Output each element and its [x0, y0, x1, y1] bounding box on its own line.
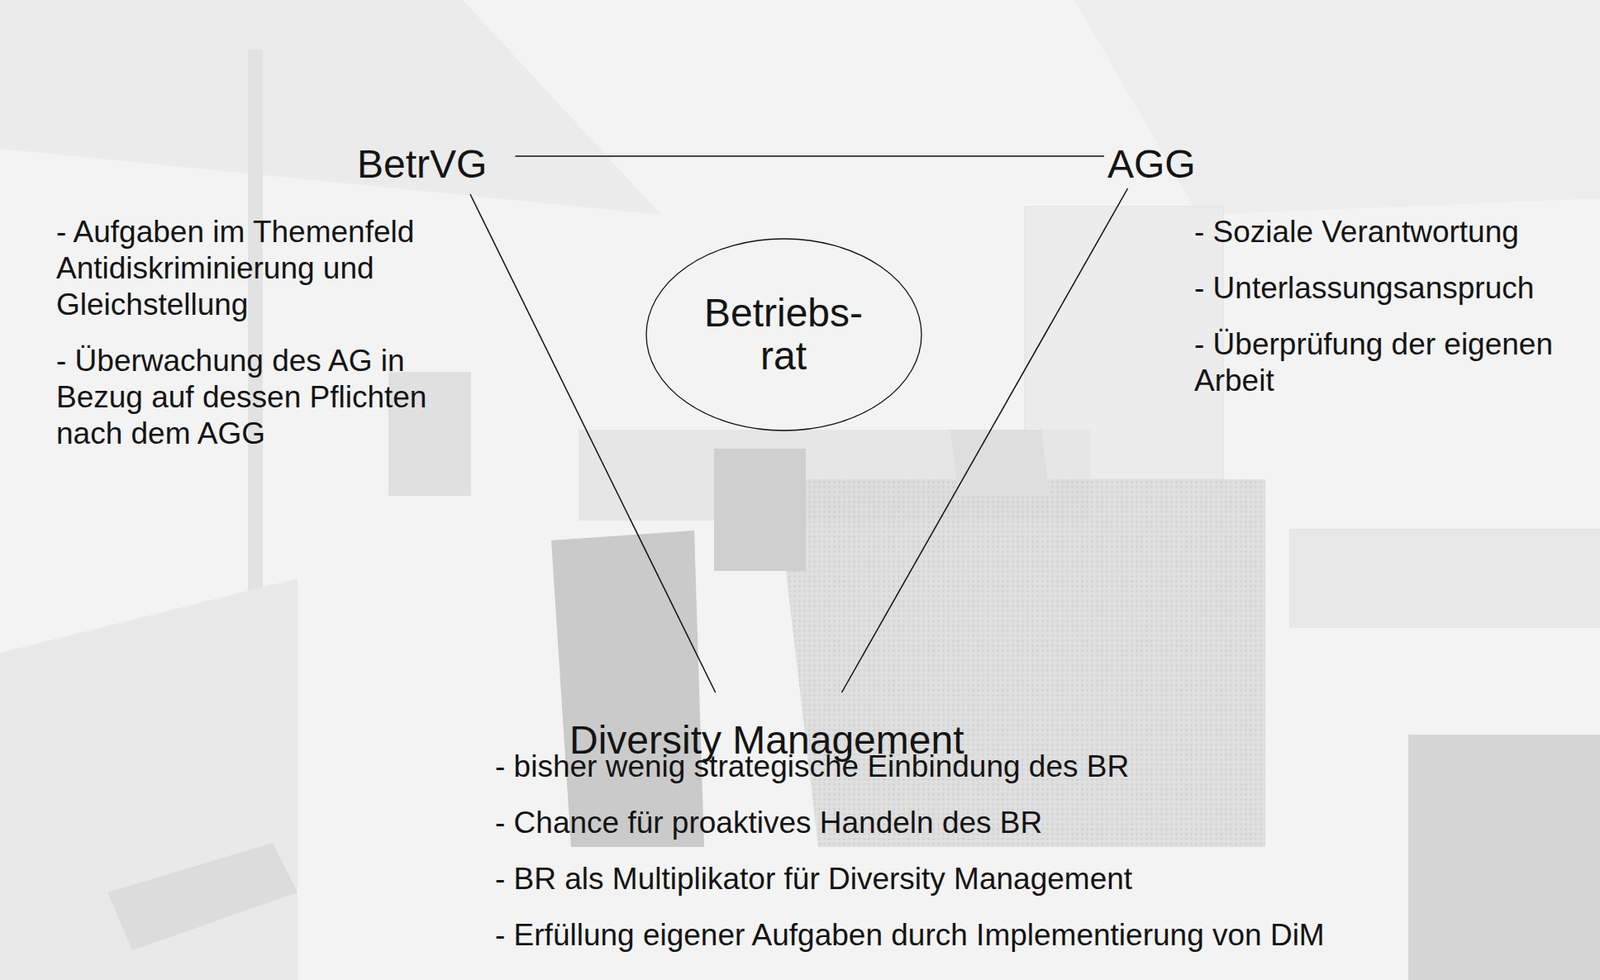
keyboard: [107, 842, 298, 951]
ceiling-right: [1074, 0, 1600, 215]
topic-heading: Diversity Management- bisher wenig strat…: [569, 718, 965, 762]
bullet-list: - bisher wenig strategische Einbindung d…: [495, 748, 1446, 974]
bullet-point: - Erfüllung eigener Aufgaben durch Imple…: [495, 917, 1446, 954]
carpet: [775, 479, 1266, 848]
chair: [551, 530, 705, 848]
heading: BetrVG: [357, 142, 487, 186]
bullet-point: - BR als Multiplikator für Diversity Man…: [495, 861, 1446, 898]
council-ellipse: Betriebs- rat: [645, 238, 923, 432]
bullet-point: - Überprüfung der eigenen Arbeit: [1194, 326, 1583, 400]
desk-left: [0, 578, 298, 980]
bullet-point: - Unterlassungsanspruch: [1194, 270, 1583, 307]
bullet-point: - Soziale Verantwortung: [1194, 214, 1583, 251]
ceiling: [0, 0, 662, 215]
ellipse-shape: [646, 238, 922, 431]
bullet-list: - Soziale Verantwortung - Unterlassungsan…: [1194, 214, 1583, 420]
connector-line: [514, 155, 1105, 158]
node-label: Betriebs- rat: [696, 291, 871, 378]
cabinet: [1408, 734, 1600, 980]
text-group: Betriebs- rat: [696, 291, 871, 378]
connector-line: [470, 194, 716, 693]
desk-tray: [950, 429, 1050, 496]
law-heading: BetrVG- Aufgaben im Themenfeld Antidiskr…: [357, 142, 487, 186]
counter: [1289, 528, 1600, 629]
bullet-point: - Chance für proaktives Handeln des BR: [495, 804, 1446, 842]
chair-back-far: [714, 448, 806, 572]
bullet-list: - Aufgaben im Themenfeld Antidiskriminie…: [56, 214, 445, 472]
law-heading: AGG- Soziale Verantwortung- Unterlassung…: [1107, 142, 1196, 186]
connector-line: [841, 188, 1128, 693]
bullet-point: - Überwachung des AG in Bezug auf dessen…: [56, 342, 445, 453]
bullet-point: - Aufgaben im Themenfeld Antidiskriminie…: [56, 214, 445, 324]
heading: AGG: [1107, 142, 1196, 186]
bullet-point: - bisher wenig strategische Einbindung d…: [495, 748, 1446, 786]
